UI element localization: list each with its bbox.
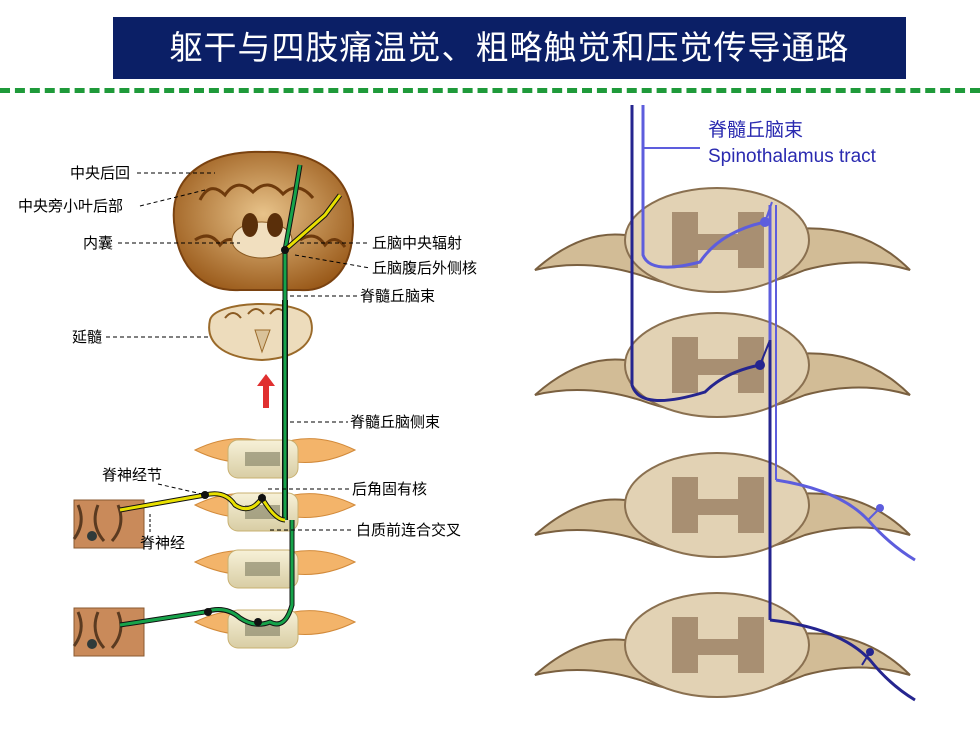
label-vpl-nucleus: 丘脑腹后外侧核 — [372, 259, 477, 277]
skin-patch-lower — [72, 607, 145, 657]
ascend-arrow-icon — [257, 374, 275, 408]
label-spinal-ganglion: 脊神经节 — [102, 466, 162, 484]
label-thalamic-radiation: 丘脑中央辐射 — [372, 234, 462, 252]
label-tract-en: Spinothalamus tract — [708, 146, 877, 167]
label-postcentral-gyrus: 中央后回 — [70, 164, 130, 182]
right-tracts — [630, 105, 916, 702]
left-spinal-segments — [193, 438, 357, 649]
left-labels: 中央后回 中央旁小叶后部 内囊 延髓 脊神经节 脊神经 丘脑中央辐射 丘脑腹后外… — [18, 164, 477, 552]
label-paracentral-lobule: 中央旁小叶后部 — [18, 197, 123, 215]
label-spinal-nerve: 脊神经 — [140, 534, 185, 552]
medulla-section — [208, 303, 313, 362]
title-divider — [0, 88, 980, 93]
label-lateral-spinothalamic: 脊髓丘脑侧束 — [350, 413, 440, 431]
label-nucleus-proprius: 后角固有核 — [352, 480, 427, 498]
label-anterior-commissure: 白质前连合交叉 — [356, 521, 461, 539]
label-tract-cn: 脊髓丘脑束 — [708, 119, 803, 141]
label-medulla: 延髓 — [72, 328, 102, 346]
left-pathway — [119, 164, 342, 628]
page-title: 躯干与四肢痛温觉、粗略触觉和压觉传导通路 — [113, 17, 906, 79]
label-internal-capsule: 内囊 — [83, 234, 113, 252]
label-spinothalamic-tract: 脊髓丘脑束 — [360, 287, 435, 305]
right-spinal-segments — [534, 187, 911, 698]
brain-section — [172, 150, 355, 292]
